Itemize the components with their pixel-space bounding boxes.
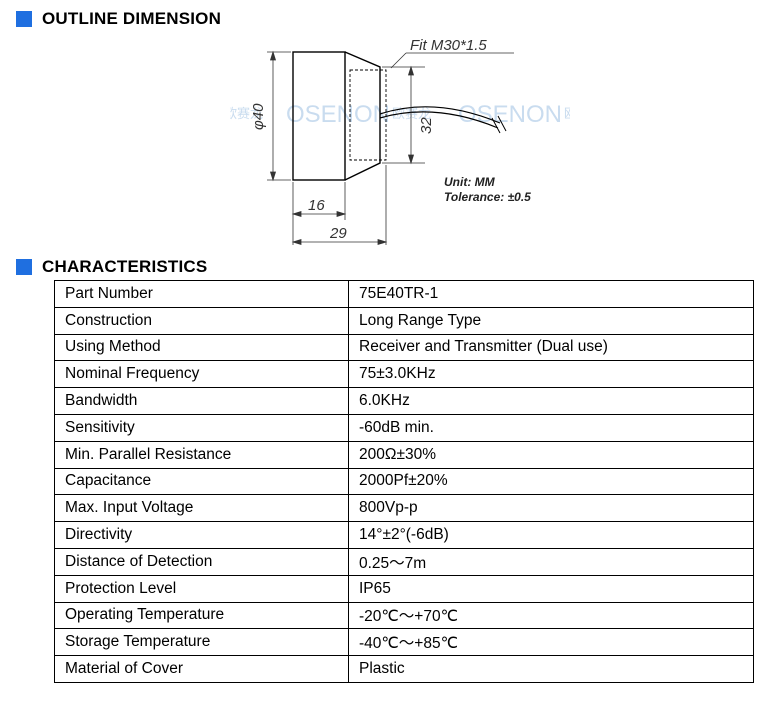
watermark-cn-3: 欧赛龙 bbox=[564, 106, 570, 121]
characteristics-section-header: CHARACTERISTICS bbox=[16, 257, 207, 277]
row-label: Material of Cover bbox=[54, 655, 349, 683]
watermark: OSENON 欧赛龙 OSENON 欧赛龙 OSENON 欧赛龙 bbox=[230, 101, 570, 128]
row-label: Capacitance bbox=[54, 467, 349, 496]
watermark-cn-2: 欧赛龙 bbox=[392, 106, 431, 121]
row-value: 75±3.0KHz bbox=[348, 360, 754, 389]
row-label: Sensitivity bbox=[54, 413, 349, 442]
fit-leader bbox=[390, 52, 514, 69]
row-value: -20℃～+70℃ bbox=[348, 601, 754, 630]
table-row: Storage Temperature-40℃～+85℃ bbox=[54, 628, 754, 657]
row-label: Construction bbox=[54, 306, 349, 335]
outline-drawing: OSENON 欧赛龙 OSENON 欧赛龙 OSENON 欧赛龙 φ40 32 bbox=[230, 37, 570, 246]
dimension-16 bbox=[291, 182, 347, 245]
row-value: Long Range Type bbox=[348, 306, 754, 335]
dimension-29 bbox=[291, 165, 388, 246]
row-value: 6.0KHz bbox=[348, 387, 754, 415]
row-value: IP65 bbox=[348, 574, 754, 603]
table-row: Sensitivity-60dB min. bbox=[54, 413, 754, 442]
row-label: Min. Parallel Resistance bbox=[54, 440, 349, 469]
outline-section-title: OUTLINE DIMENSION bbox=[42, 9, 222, 28]
tolerance-label: Tolerance: ±0.5 bbox=[444, 190, 531, 204]
row-label: Using Method bbox=[54, 333, 349, 362]
height-dimension bbox=[382, 65, 425, 165]
row-label: Directivity bbox=[54, 521, 349, 549]
row-label: Storage Temperature bbox=[54, 628, 349, 657]
characteristics-section-title: CHARACTERISTICS bbox=[42, 257, 208, 276]
row-label: Distance of Detection bbox=[54, 547, 349, 576]
row-value: -40℃～+85℃ bbox=[348, 628, 754, 657]
row-value: 2000Pf±20% bbox=[348, 467, 754, 496]
row-value: 200Ω±30% bbox=[348, 440, 754, 469]
cable bbox=[379, 106, 507, 134]
row-label: Bandwidth bbox=[54, 387, 349, 415]
diameter-label: φ40 bbox=[250, 103, 267, 130]
row-label: Part Number bbox=[54, 280, 349, 308]
watermark-cn-1: 欧赛龙 bbox=[230, 106, 263, 121]
row-label: Operating Temperature bbox=[54, 601, 349, 630]
outline-section-header: OUTLINE DIMENSION bbox=[16, 9, 221, 29]
table-row: Operating Temperature-20℃～+70℃ bbox=[54, 601, 754, 630]
diameter-dimension bbox=[267, 50, 291, 182]
sensor-body bbox=[292, 51, 387, 181]
row-label: Protection Level bbox=[54, 574, 349, 603]
fit-label: Fit M30*1.5 bbox=[410, 37, 487, 54]
blue-square-icon bbox=[16, 259, 32, 275]
watermark-brand-2: OSENON bbox=[286, 101, 390, 128]
row-value: Plastic bbox=[348, 655, 754, 683]
dimension-29-label: 29 bbox=[329, 225, 347, 242]
watermark-brand-3: OSENON bbox=[458, 101, 562, 128]
row-label: Max. Input Voltage bbox=[54, 494, 349, 523]
row-value: 0.25～7m bbox=[348, 547, 754, 576]
unit-label: Unit: MM bbox=[444, 175, 496, 189]
height-label: 32 bbox=[418, 117, 435, 134]
row-value: 14°±2°(-6dB) bbox=[348, 521, 754, 549]
row-label: Nominal Frequency bbox=[54, 360, 349, 389]
blue-square-icon bbox=[16, 11, 32, 27]
dimension-16-label: 16 bbox=[308, 197, 325, 214]
row-value: Receiver and Transmitter (Dual use) bbox=[348, 333, 754, 362]
row-value: 800Vp-p bbox=[348, 494, 754, 523]
row-value: -60dB min. bbox=[348, 413, 754, 442]
row-value: 75E40TR-1 bbox=[348, 280, 754, 308]
